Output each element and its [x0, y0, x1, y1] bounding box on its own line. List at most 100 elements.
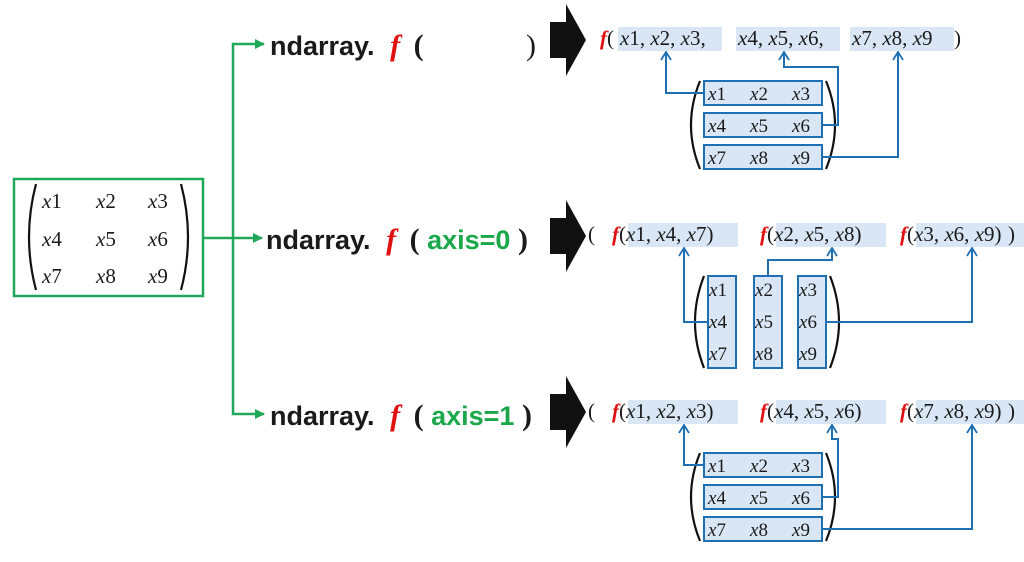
- open-paren: (: [414, 29, 424, 62]
- sub-cell: x7: [708, 344, 727, 365]
- connector: [784, 53, 839, 126]
- result-open: (: [588, 399, 595, 423]
- sub-cell: x1: [707, 456, 726, 477]
- sub-cell: x6: [791, 116, 810, 137]
- call-row-1: ndarray. f ( ): [270, 29, 536, 62]
- result-group: x1, x2, x3,: [619, 26, 706, 50]
- matrix-cell: x8: [95, 264, 116, 288]
- result-group: f(x1, x4, x7): [612, 222, 713, 246]
- sub-cell: x4: [708, 312, 727, 333]
- function-name: f: [386, 223, 399, 256]
- svg-text:ndarray. f (: ndarray. f ( axis=0 ): [266, 223, 528, 256]
- sub-cell: x1: [708, 280, 727, 301]
- matrix-left-paren: [27, 183, 38, 291]
- sub-cell: x2: [749, 84, 768, 105]
- result-group: f(x1, x2, x3): [612, 399, 713, 423]
- sub-cell: x3: [791, 84, 810, 105]
- sub-matrix: x1 x2 x3 x4 x5 x6 x7 x8 x9: [666, 53, 898, 170]
- sub-cell: x8: [749, 148, 768, 169]
- connector: [684, 249, 708, 323]
- matrix-cell: x3: [147, 189, 168, 213]
- sub-matrix: x1 x2 x3 x4 x5 x6 x7 x8 x9: [684, 426, 972, 542]
- function-name: f: [390, 29, 403, 62]
- result-close: ): [1008, 222, 1015, 246]
- sub-cell: x5: [754, 312, 773, 333]
- matrix-cell: x9: [147, 264, 168, 288]
- sub-cell: x5: [749, 116, 768, 137]
- svg-text:ndarray. f (: ndarray. f (: [270, 29, 424, 62]
- sub-cell: x4: [707, 488, 726, 509]
- open-paren: (: [414, 399, 424, 432]
- arrow-right-icon: [550, 4, 586, 76]
- sub-cell: x6: [798, 312, 817, 333]
- call-prefix: ndarray.: [270, 401, 375, 431]
- sub-cell: x3: [798, 280, 817, 301]
- result-highlight: [776, 223, 886, 247]
- result-highlight: [628, 400, 738, 424]
- row-box: [703, 144, 823, 170]
- sub-cell: x9: [798, 344, 817, 365]
- result-highlight: [916, 400, 1024, 424]
- result-highlight: [736, 27, 840, 51]
- open-paren: (: [410, 223, 420, 256]
- call-prefix: ndarray.: [266, 225, 371, 255]
- call-prefix: ndarray.: [270, 31, 375, 61]
- result-expression: (f(x1, x4, x7)f(x2, x5, x8)f(x3, x6, x9)…: [588, 222, 1024, 247]
- call-row-2: ndarray. f ( axis=0 ): [266, 223, 528, 256]
- sub-matrix: x1 x4 x7 x2 x5 x8 x3 x6 x9: [684, 249, 972, 369]
- result-highlight: [850, 27, 954, 51]
- arrow-right-icon: [550, 376, 586, 448]
- sub-cell: x8: [749, 520, 768, 541]
- connector: [822, 53, 898, 158]
- sub-cell: x2: [749, 456, 768, 477]
- column-box: [797, 275, 827, 369]
- sub-cell: x9: [791, 148, 810, 169]
- axis-argument: axis=1: [431, 401, 514, 431]
- close-paren: ): [518, 223, 528, 256]
- sub-cell: x7: [707, 148, 726, 169]
- connector: [822, 426, 972, 530]
- sub-cell: x8: [754, 344, 773, 365]
- call-row-3: ndarray. f ( axis=1 ): [270, 399, 532, 432]
- arrow-right-icon: [550, 200, 586, 272]
- result-close: ): [954, 26, 961, 50]
- sub-cell: x9: [791, 520, 810, 541]
- function-name: f: [390, 399, 403, 432]
- result-group: f(x7, x8, x9): [900, 399, 1001, 423]
- sub-left-paren: [689, 452, 702, 542]
- result-highlight: [916, 223, 1024, 247]
- sub-cell: x5: [749, 488, 768, 509]
- sub-cell: x3: [791, 456, 810, 477]
- matrix-cell: x1: [41, 189, 62, 213]
- connector: [822, 426, 839, 498]
- close-paren: ): [526, 29, 536, 62]
- branch-connectors: [203, 39, 265, 419]
- sub-cell: x7: [707, 520, 726, 541]
- result-expression: f(x1, x2, x3, x4, x5, x6, x7, x8, x9): [600, 26, 961, 51]
- svg-text:ndarray. f (: ndarray. f ( axis=1 ): [270, 399, 532, 432]
- result-group: x4, x5, x6,: [737, 26, 824, 50]
- matrix-cell: x7: [41, 264, 62, 288]
- sub-cell: x1: [707, 84, 726, 105]
- result-group: f(x2, x5, x8): [760, 222, 861, 246]
- result-func: f(: [600, 26, 614, 50]
- result-group: x7, x8, x9: [851, 26, 932, 50]
- result-highlight: [776, 400, 886, 424]
- result-close: ): [1008, 399, 1015, 423]
- sub-cell: x4: [707, 116, 726, 137]
- matrix-cell: x2: [95, 189, 116, 213]
- connector: [767, 249, 832, 276]
- close-paren: ): [522, 399, 532, 432]
- result-highlight: [618, 27, 722, 51]
- matrix-cell: x4: [41, 227, 62, 251]
- sub-left-paren: [689, 80, 702, 170]
- axis-argument: axis=0: [427, 225, 510, 255]
- sub-cell: x2: [754, 280, 773, 301]
- result-highlight: [628, 223, 738, 247]
- connector: [826, 249, 972, 323]
- sub-cell: x6: [791, 488, 810, 509]
- connector: [666, 53, 704, 94]
- matrix-cell: x6: [147, 227, 168, 251]
